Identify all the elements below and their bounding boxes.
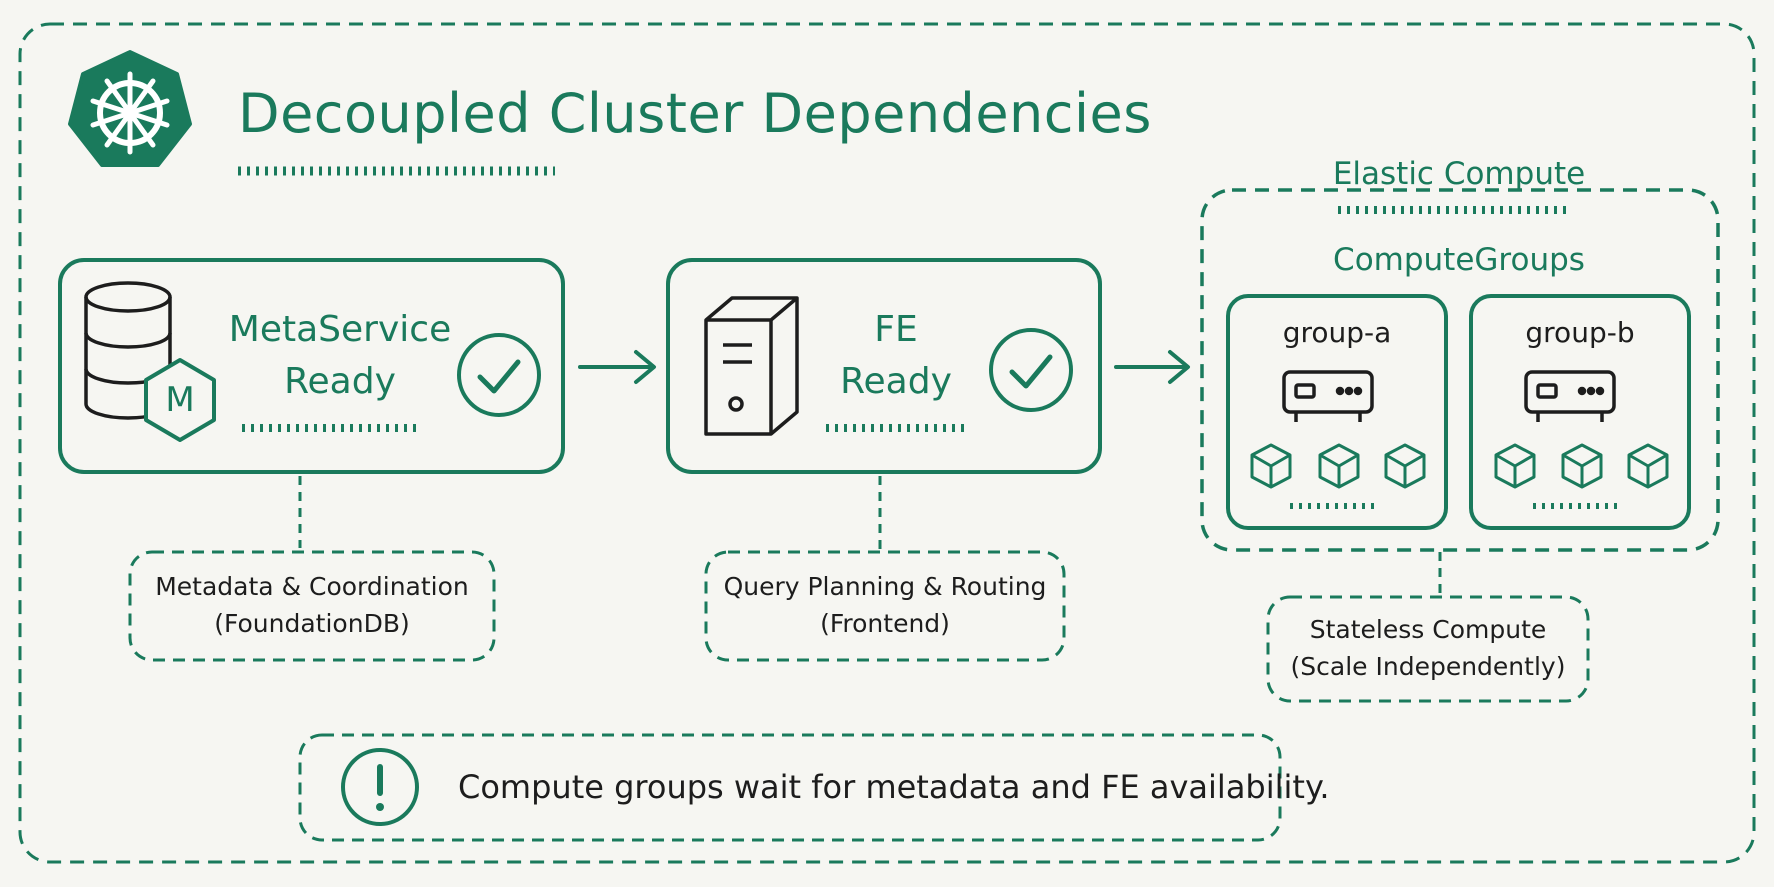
group-a-cube-2	[1318, 443, 1360, 489]
group-b-cube-1	[1494, 443, 1536, 489]
group-b-box	[1469, 294, 1691, 530]
group-b-label: group-b	[1525, 316, 1635, 349]
group-a-cube-1	[1250, 443, 1292, 489]
compute-note: Stateless Compute (Scale Independently)	[1248, 611, 1608, 685]
metaservice-note: Metadata & Coordination (FoundationDB)	[132, 568, 492, 642]
fe-note-line1: Query Planning & Routing	[723, 572, 1047, 601]
fe-note: Query Planning & Routing (Frontend)	[705, 568, 1065, 642]
group-b-server-unit-icon	[1524, 370, 1616, 422]
group-a-cube-icons	[1250, 443, 1426, 489]
metaservice-check-circle-icon	[457, 333, 541, 417]
m-badge-icon	[144, 358, 216, 442]
warning-text: Compute groups wait for metadata and FE …	[458, 768, 1330, 806]
group-b-cube-3	[1627, 443, 1669, 489]
metaservice-panel	[58, 258, 565, 474]
outer-frame	[18, 22, 1756, 864]
group-a-box	[1226, 294, 1448, 530]
fe-title-line1: FE	[874, 309, 918, 350]
compute-note-line1: Stateless Compute	[1309, 615, 1547, 644]
fe-panel	[666, 258, 1102, 474]
elastic-compute-title: Elastic Compute	[1332, 156, 1586, 192]
fe-note-line2: (Frontend)	[820, 609, 950, 638]
exclamation-circle-icon	[341, 748, 419, 826]
fe-title-line2: Ready	[840, 361, 952, 402]
compute-note-box	[1266, 595, 1590, 703]
arrow-fe-to-compute	[1114, 350, 1190, 384]
metaservice-title-line2: Ready	[284, 361, 396, 402]
metaservice-title: MetaService Ready	[210, 304, 470, 408]
metaservice-title-line1: MetaService	[228, 309, 452, 350]
arrow-meta-to-fe	[578, 350, 656, 384]
elastic-compute-frame	[1200, 188, 1720, 552]
helm-wheel-icon	[68, 50, 192, 167]
group-b-cube-2	[1561, 443, 1603, 489]
group-a-server-unit-icon	[1282, 370, 1374, 422]
metaservice-note-line2: (FoundationDB)	[214, 609, 410, 638]
warning-box	[298, 733, 1282, 842]
metaservice-note-box	[128, 550, 496, 662]
group-b-cube-icons	[1494, 443, 1669, 489]
compute-groups-title: ComputeGroups	[1333, 242, 1585, 278]
page-title: Decoupled Cluster Dependencies	[238, 82, 1152, 145]
metaservice-note-line1: Metadata & Coordination	[155, 572, 469, 601]
m-badge-label: M	[165, 380, 195, 420]
compute-note-line2: (Scale Independently)	[1290, 652, 1566, 681]
group-a-label: group-a	[1282, 316, 1392, 349]
server-tower-icon	[704, 296, 799, 436]
fe-note-box	[704, 550, 1066, 662]
fe-check-circle-icon	[989, 328, 1073, 412]
fe-title: FE Ready	[766, 304, 1026, 408]
group-a-cube-3	[1384, 443, 1426, 489]
